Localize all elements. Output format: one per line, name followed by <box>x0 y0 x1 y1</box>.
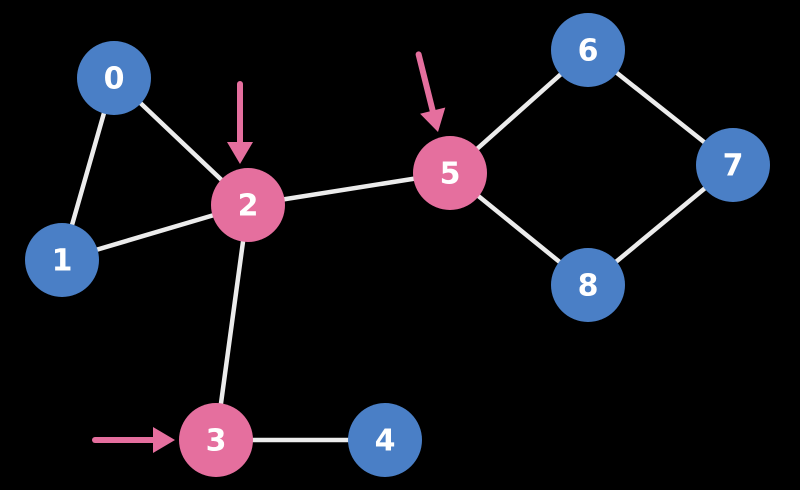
node-label-0: 0 <box>104 62 125 97</box>
arrows-layer <box>92 51 446 453</box>
node-circle-7 <box>696 128 770 202</box>
node-2: 2 <box>211 168 285 242</box>
pointer-arrow-node-5 <box>415 51 446 132</box>
node-label-1: 1 <box>52 244 73 279</box>
pointer-arrow-shaft-5 <box>415 51 436 114</box>
node-6: 6 <box>551 13 625 87</box>
pointer-arrow-node-3 <box>92 427 175 453</box>
node-8: 8 <box>551 248 625 322</box>
node-circle-8 <box>551 248 625 322</box>
node-circle-4 <box>348 403 422 477</box>
pointer-arrow-head-5 <box>420 107 446 132</box>
node-circle-6 <box>551 13 625 87</box>
node-label-5: 5 <box>440 157 461 192</box>
node-0: 0 <box>77 41 151 115</box>
pointer-arrow-node-2 <box>227 81 253 164</box>
node-7: 7 <box>696 128 770 202</box>
node-circle-3 <box>179 403 253 477</box>
node-label-6: 6 <box>578 34 599 69</box>
node-label-3: 3 <box>206 424 227 459</box>
node-label-4: 4 <box>375 424 396 459</box>
edge-2-3 <box>213 202 251 443</box>
node-4: 4 <box>348 403 422 477</box>
node-circle-0 <box>77 41 151 115</box>
node-circle-1 <box>25 223 99 297</box>
node-circle-2 <box>211 168 285 242</box>
nodes-layer: 0 1 2 3 4 5 6 7 8 <box>25 13 770 477</box>
node-3: 3 <box>179 403 253 477</box>
node-1: 1 <box>25 223 99 297</box>
pointer-arrow-head-3 <box>153 427 175 453</box>
node-label-7: 7 <box>723 149 744 184</box>
pointer-arrow-head-2 <box>227 142 253 164</box>
node-circle-5 <box>413 136 487 210</box>
node-label-2: 2 <box>238 189 259 224</box>
node-label-8: 8 <box>578 269 599 304</box>
node-5: 5 <box>413 136 487 210</box>
